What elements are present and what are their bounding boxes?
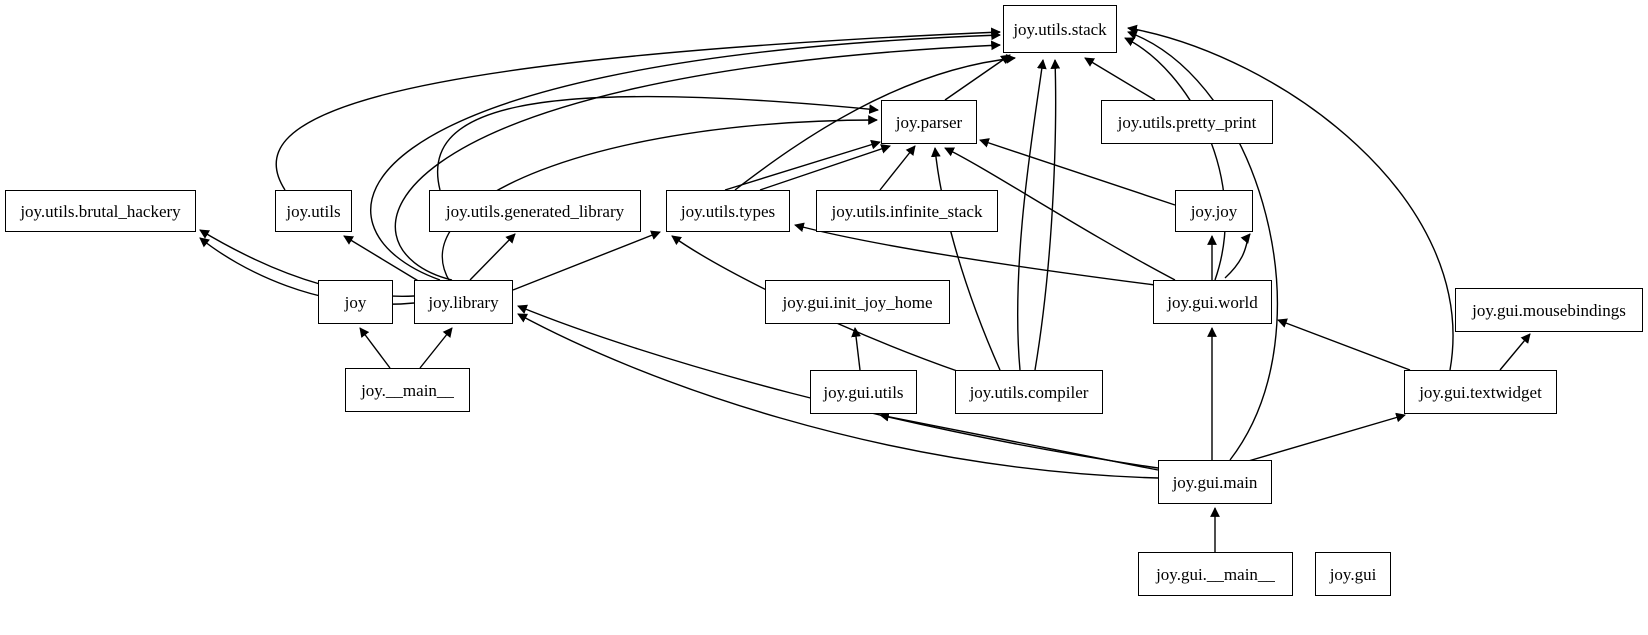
- graph-node-joy-gui-main-[interactable]: joy.gui.__main__: [1138, 552, 1293, 596]
- graph-node-joy-utils-pretty-print[interactable]: joy.utils.pretty_print: [1101, 100, 1273, 144]
- graph-node-joy-joy[interactable]: joy.joy: [1175, 190, 1253, 232]
- graph-node-label: joy.gui.mousebindings: [1472, 300, 1626, 320]
- graph-edge: [759, 144, 891, 191]
- graph-node-label: joy.utils.infinite_stack: [831, 201, 983, 221]
- graph-node-label: joy.utils.compiler: [969, 382, 1089, 402]
- graph-node-joy[interactable]: joy: [318, 280, 393, 324]
- graph-node-joy-library[interactable]: joy.library: [414, 280, 513, 324]
- graph-edge: [944, 54, 1011, 101]
- graph-node-label: joy.utils.types: [680, 201, 776, 221]
- graph-node-joy-gui-init-joy-home[interactable]: joy.gui.init_joy_home: [765, 280, 950, 324]
- graph-edge: [1124, 37, 1226, 281]
- graph-node-label: joy.gui.__main__: [1156, 564, 1275, 584]
- graph-node-joy-gui-textwidget[interactable]: joy.gui.textwidget: [1404, 370, 1557, 414]
- graph-edge: [979, 138, 1176, 206]
- graph-edge: [419, 327, 453, 369]
- graph-edge: [851, 327, 861, 371]
- graph-node-joy-utils-brutal-hackery[interactable]: joy.utils.brutal_hackery: [5, 190, 196, 232]
- graph-edge: [1084, 57, 1156, 101]
- graph-node-joy-gui[interactable]: joy.gui: [1315, 552, 1391, 596]
- graph-node-label: joy.gui.world: [1167, 292, 1258, 312]
- graph-edge: [794, 222, 1156, 286]
- graph-edge: [436, 95, 879, 191]
- graph-edge: [370, 30, 1001, 281]
- graph-edge: [1499, 333, 1531, 371]
- graph-node-joy-gui-world[interactable]: joy.gui.world: [1153, 280, 1272, 324]
- graph-edge: [1034, 59, 1061, 371]
- graph-node-label: joy.gui.textwidget: [1419, 382, 1542, 402]
- graph-edge: [930, 147, 1001, 371]
- graph-node-joy-utils-stack[interactable]: joy.utils.stack: [1003, 5, 1117, 53]
- graph-node-label: joy.utils.pretty_print: [1117, 112, 1257, 132]
- graph-node-label: joy.gui: [1329, 564, 1377, 584]
- graph-node-joy-gui-main[interactable]: joy.gui.main: [1158, 460, 1272, 504]
- graph-node-label: joy.utils.stack: [1013, 19, 1107, 39]
- graph-edge: [1244, 412, 1406, 463]
- graph-node-label: joy.__main__: [361, 380, 454, 400]
- graph-edge: [1224, 233, 1251, 279]
- graph-node-joy-gui-mousebindings[interactable]: joy.gui.mousebindings: [1455, 288, 1643, 332]
- graph-node-label: joy.utils.brutal_hackery: [20, 201, 181, 221]
- graph-edge: [879, 411, 1159, 471]
- graph-node-label: joy.parser: [895, 112, 963, 132]
- graph-node-label: joy.utils: [286, 201, 341, 221]
- graph-node-joy-parser[interactable]: joy.parser: [881, 100, 977, 144]
- graph-edge: [724, 139, 881, 191]
- graph-edge: [469, 233, 516, 281]
- graph-node-label: joy.joy: [1190, 201, 1238, 221]
- graph-node-joy-utils[interactable]: joy.utils: [275, 190, 352, 232]
- graph-edge: [1127, 30, 1279, 461]
- graph-edge: [359, 327, 391, 369]
- graph-node-label: joy.gui.main: [1172, 472, 1258, 492]
- graph-edge: [343, 235, 421, 283]
- graph-node-label: joy.gui.utils: [823, 382, 904, 402]
- graph-node-label: joy.library: [428, 292, 499, 312]
- graph-node-label: joy.gui.init_joy_home: [782, 292, 933, 312]
- graph-edge: [1277, 318, 1411, 371]
- graph-edge: [512, 230, 661, 291]
- graph-node-joy-utils-types[interactable]: joy.utils.types: [666, 190, 790, 232]
- graph-node-joy-utils-compiler[interactable]: joy.utils.compiler: [955, 370, 1103, 414]
- graph-edge: [394, 40, 1001, 281]
- graph-node-joy-utils-generated-library[interactable]: joy.utils.generated_library: [429, 190, 641, 232]
- graph-node-joy-gui-utils[interactable]: joy.gui.utils: [810, 370, 917, 414]
- graph-node-joy-main-[interactable]: joy.__main__: [345, 368, 470, 412]
- graph-node-label: joy.utils.generated_library: [445, 201, 625, 221]
- graph-edge: [1016, 59, 1047, 371]
- graph-node-joy-utils-infinite-stack[interactable]: joy.utils.infinite_stack: [816, 190, 998, 232]
- graph-edge: [879, 145, 916, 191]
- graph-node-label: joy: [344, 292, 367, 312]
